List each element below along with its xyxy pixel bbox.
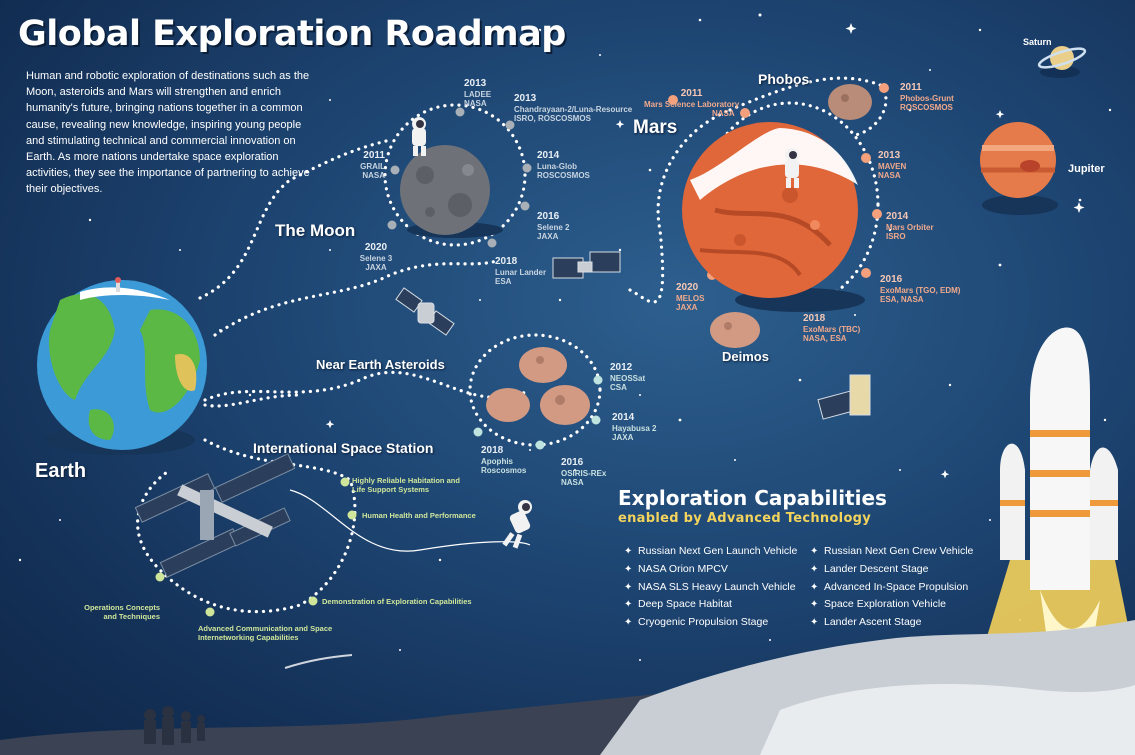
star-icon: ✦ [624,617,633,629]
star-icon: ✦ [624,546,633,557]
phobos-label: Phobos [758,71,810,87]
capability-item: ✦Cryogenic Propulsion Stage [624,614,797,632]
star-icon: ✦ [624,581,633,593]
mars-label: Mars [633,117,678,138]
star-icon: ✦ [810,546,819,557]
phobos-illustration [828,84,872,120]
ground-silhouette [0,620,1135,755]
star-icon: ✦ [810,581,819,593]
capability-item: ✦Russian Next Gen Launch Vehicle [624,543,797,561]
astronaut-mars-illustration [785,148,799,188]
spacewalker-illustration [502,500,532,549]
tether-line [289,489,531,552]
sparkles [325,23,1085,479]
capability-item: ✦Lander Ascent Stage [810,614,973,632]
star-icon: ✦ [624,563,633,575]
deimos-illustration [710,312,760,348]
asteroids-illustration [486,347,590,425]
capability-item: ✦NASA SLS Heavy Launch Vehicle [624,579,797,597]
iss-illustration [134,453,296,578]
comet-illustration [284,654,353,669]
moon-label: The Moon [275,221,356,240]
iss-capability-label: Advanced Communication and Space Interne… [198,624,333,642]
deimos-label: Deimos [722,349,769,364]
star-icon: ✦ [810,617,819,629]
capability-item: ✦Russian Next Gen Crew Vehicle [810,543,973,561]
saturn-illustration [1037,46,1087,78]
star-icon: ✦ [810,599,819,611]
capability-item: ✦Advanced In-Space Propulsion [810,579,973,597]
moon-illustration [400,145,503,238]
moon-milestone-dots [387,107,532,248]
asteroids-label: Near Earth Asteroids [316,357,445,372]
capability-item: ✦Lander Descent Stage [810,561,973,579]
iss-capability-label: Human Health and Performance [362,511,476,520]
earth-label: Earth [35,460,87,482]
asteroid-milestone-dots [473,375,603,450]
iss-capability-label: Highly Reliable Habitation and Life Supp… [352,476,460,494]
iss-label: International Space Station [253,440,434,456]
capabilities-title: Exploration Capabilities [618,486,887,510]
capability-item: ✦Space Exploration Vehicle [810,596,973,614]
capabilities-list-left: ✦Russian Next Gen Launch Vehicle ✦NASA O… [624,543,797,632]
intro-paragraph: Human and robotic exploration of destina… [26,70,310,196]
page-title: Global Exploration Roadmap [18,14,566,54]
saturn-label: Saturn [1023,37,1052,47]
capability-item: ✦NASA Orion MPCV [624,561,797,579]
iss-milestone-dots [155,477,357,617]
rocket-illustration [980,327,1135,660]
jupiter-label: Jupiter [1068,163,1105,175]
mars-illustration [682,122,865,312]
capabilities-subtitle: enabled by Advanced Technology [618,511,872,526]
capabilities-list-right: ✦Russian Next Gen Crew Vehicle ✦Lander D… [810,543,973,632]
stars [18,13,1112,661]
iss-capability-label: Demonstration of Exploration Capabilitie… [322,597,472,606]
satellite-illustrations [395,251,871,420]
star-icon: ✦ [624,599,633,611]
jupiter-illustration [980,122,1058,215]
earth-illustration [37,277,207,455]
capability-item: ✦Deep Space Habitat [624,596,797,614]
iss-capability-label: Operations Concepts and Techniques [84,603,160,621]
star-icon: ✦ [810,563,819,575]
astronaut-moon-illustration [412,117,426,156]
